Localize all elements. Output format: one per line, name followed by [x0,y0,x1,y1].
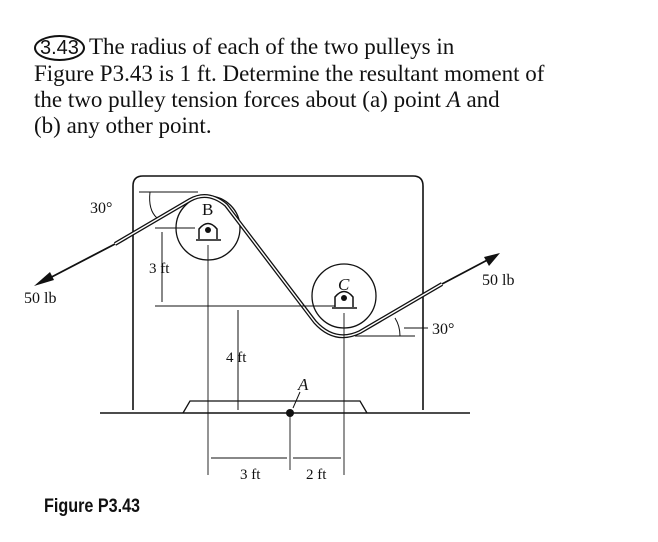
arrowhead-right-icon [484,253,500,266]
label-dim-2ft-horizontal: 2 ft [306,467,327,483]
problem-line-2: Figure P3.43 is 1 ft. Determine the resu… [34,61,545,86]
problem-line-4: (b) any other point. [34,113,212,138]
label-angle-right: 30° [432,321,454,338]
support-frame [132,175,424,410]
label-dim-3ft-vertical: 3 ft [149,261,170,277]
bearing-c-icon [332,290,357,309]
problem-line-1: The radius of each of the two pulleys in [88,34,455,59]
point-a-marker [286,409,294,417]
problem-line-3a: the two pulley tension forces about (a) … [34,87,447,112]
bearing-b-icon [196,222,221,241]
label-angle-left: 30° [90,200,112,217]
arrowhead-left-icon [34,272,54,286]
point-a-reference: A [446,87,461,112]
label-pulley-c: C [338,275,350,294]
label-point-a: A [297,375,309,394]
label-force-left: 50 lb [24,290,56,307]
base-plate [182,400,368,414]
problem-number: 3.43 [34,35,85,61]
force-arrow-left [41,243,116,283]
problem-line-3b: and [460,87,500,112]
label-pulley-b: B [202,200,213,219]
label-dim-3ft-horizontal: 3 ft [240,467,261,483]
figure-caption: Figure P3.43 [44,496,141,517]
label-dim-4ft-vertical: 4 ft [226,350,247,366]
label-force-right: 50 lb [482,272,514,289]
